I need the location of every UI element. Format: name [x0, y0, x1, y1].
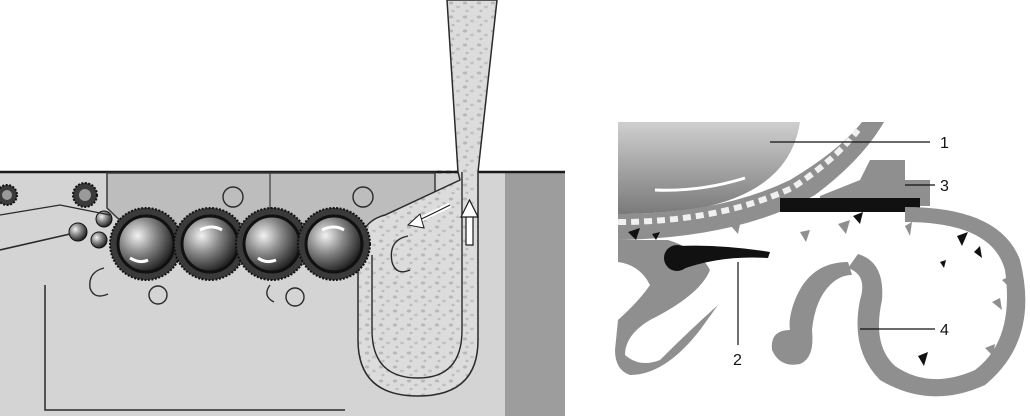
roller-4 [298, 208, 370, 280]
machine-side-wall [505, 172, 565, 416]
callout-label-4: 4 [940, 322, 949, 339]
callout-label-2: 2 [733, 352, 742, 369]
left-figure-card-machine [0, 0, 565, 416]
callout-label-3: 3 [940, 178, 949, 195]
roller-1 [110, 208, 182, 280]
callout-label-1: 1 [940, 135, 949, 152]
right-figure-cross-section: 1 3 2 4 [615, 122, 1025, 396]
black-plate [780, 198, 920, 212]
inner-hook [772, 262, 852, 365]
